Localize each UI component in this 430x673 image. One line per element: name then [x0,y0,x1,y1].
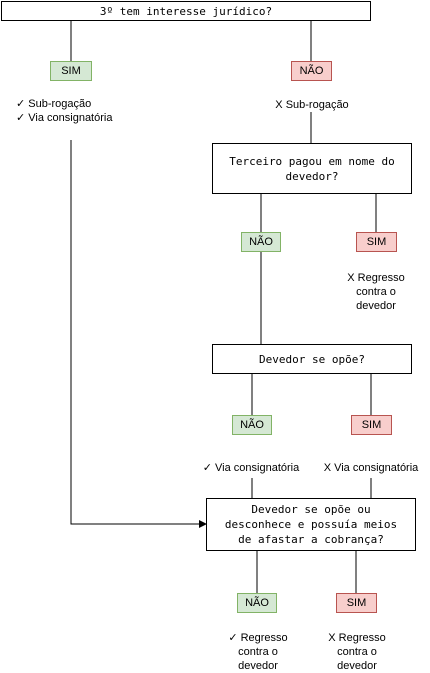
answer-q2-sim: SIM [356,232,397,252]
note-q1-nao: X Sub-rogação [275,99,349,111]
note-q4-sim: X Regresso contra o devedor [328,632,386,672]
answer-q1-sim: SIM [50,61,92,81]
answer-q1-nao: NÃO [291,61,332,81]
answer-q4-nao: NÃO [237,593,277,613]
note-q4-nao: ✓ Regresso contra o devedor [228,632,288,672]
answer-q2-nao: NÃO [241,232,281,252]
question-paid-on-behalf: Terceiro pagou em nome do devedor? [212,143,412,194]
question-debtor-opposes-or-unaware: Devedor se opõe ou desconhece e possuía … [206,498,416,551]
note-q1-sim: ✓ Sub-rogação ✓ Via consignatória [16,98,113,124]
answer-q4-sim: SIM [336,593,377,613]
question-debtor-opposes: Devedor se opõe? [212,344,412,374]
note-q3-nao: ✓ Via consignatória [202,462,300,474]
question-third-party-interest: 3º tem interesse jurídico? [1,1,371,21]
arrow-sim-to-q4 [70,140,207,528]
note-q2-sim: X Regresso contra o devedor [347,272,405,312]
answer-q3-nao: NÃO [232,415,272,435]
note-q3-sim: X Via consignatória [323,462,419,474]
answer-q3-sim: SIM [351,415,392,435]
